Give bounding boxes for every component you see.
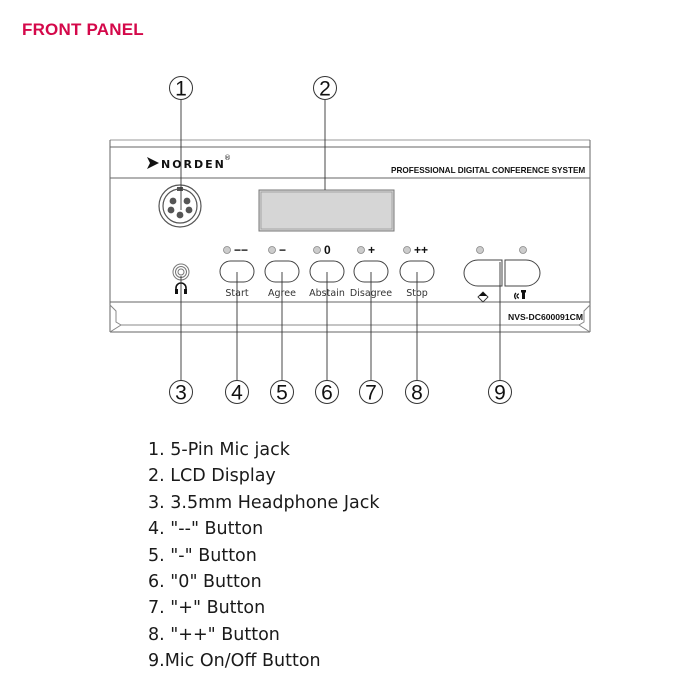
vote-symbol: + [368,243,375,257]
section-title: FRONT PANEL [22,20,144,39]
mic-on-off-button[interactable] [504,246,541,300]
brand-logo: NORDEN ® [147,154,231,171]
mic-led [519,246,527,254]
callout-8: 8 [405,380,429,405]
model-number: NVS-DC600091CM [508,312,583,322]
vote-led [403,246,411,254]
callout-4: 4 [225,380,249,405]
callout-markers: 1 2 3 4 5 6 7 8 9 [169,76,512,405]
legend-item: 9.Mic On/Off Button [148,651,321,672]
callout-number: 2 [319,78,331,101]
legend-item: 4. "--" Button [148,519,264,540]
callout-9: 9 [488,380,512,405]
vote-led [357,246,365,254]
callout-leaders [180,100,501,380]
callout-7: 7 [359,380,383,405]
legend-item: 3. 3.5mm Headphone Jack [148,492,380,513]
brand-arrow-icon [147,157,159,169]
callout-number: 7 [365,382,377,405]
callout-3: 3 [169,380,193,405]
callout-number: 9 [494,382,506,405]
registered-mark: ® [224,154,231,162]
callout-number: 1 [175,78,187,101]
mic-jack-5pin [158,184,202,228]
vote-symbol: − [279,243,286,257]
legend-item: 5. "-" Button [148,545,257,566]
legend-item: 8. "++" Button [148,624,280,645]
vote-led [223,246,231,254]
callout-number: 8 [411,382,423,405]
callout-number: 5 [276,382,288,405]
callout-5: 5 [270,380,294,405]
callout-2: 2 [313,76,337,101]
vote-led [313,246,321,254]
callout-6: 6 [315,380,339,405]
priority-led [476,246,484,254]
vote-symbol: ++ [414,243,428,257]
panel-tagline: PROFESSIONAL DIGITAL CONFERENCE SYSTEM [391,166,585,175]
panel-frame [109,139,591,333]
microphone-icon [514,290,526,300]
legend-item: 7. "+" Button [148,598,266,619]
brand-name: NORDEN [161,158,226,171]
callout-1: 1 [169,76,193,101]
callout-number: 6 [321,382,333,405]
legend-item: 1. 5-Pin Mic jack [148,440,290,460]
component-legend: 1. 5-Pin Mic jack 2. LCD Display 3. 3.5m… [148,437,379,675]
lcd-display [258,189,395,232]
callout-number: 4 [231,382,243,405]
vote-led [268,246,276,254]
callout-number: 3 [175,382,187,405]
vote-symbol: −− [234,243,248,257]
priority-button[interactable] [463,246,503,303]
vote-symbol: 0 [324,243,331,257]
legend-item: 6. "0" Button [148,572,262,593]
legend-item: 2. LCD Display [148,466,276,487]
